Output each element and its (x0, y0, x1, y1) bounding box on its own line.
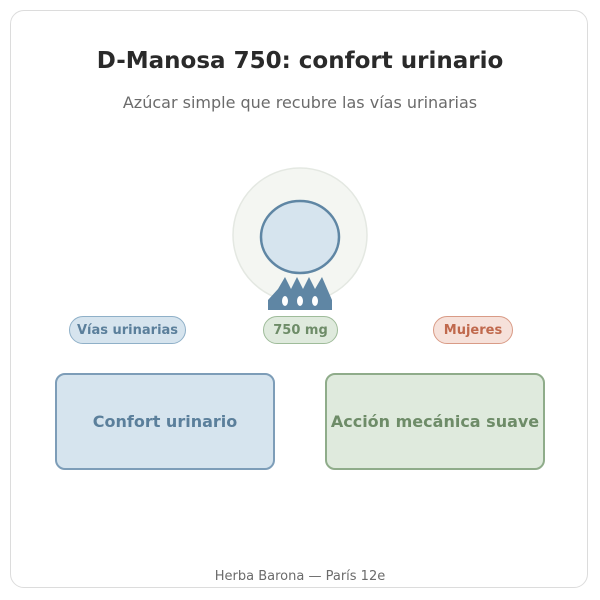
benefit-label-comfort: Confort urinario (92, 412, 238, 431)
footer-text: Herba Barona — París 12e (214, 569, 386, 584)
badge-dosage: 750 mg (263, 316, 338, 344)
shield-dots (282, 296, 318, 306)
benefit-label-mechanical: Acción mecánica suave (330, 412, 540, 431)
badge-women: Mujeres (433, 316, 513, 344)
benefit-box-mechanical: Acción mecánica suave (325, 373, 545, 470)
mannose-illustration (232, 167, 368, 310)
molecule-icon (259, 199, 341, 275)
page-subtitle: Azúcar simple que recubre las vías urina… (122, 93, 478, 112)
page-title: D-Manosa 750: confort urinario (96, 48, 504, 74)
benefit-box-comfort: Confort urinario (55, 373, 275, 470)
badge-urinary-tract: Vías urinarias (69, 316, 186, 344)
